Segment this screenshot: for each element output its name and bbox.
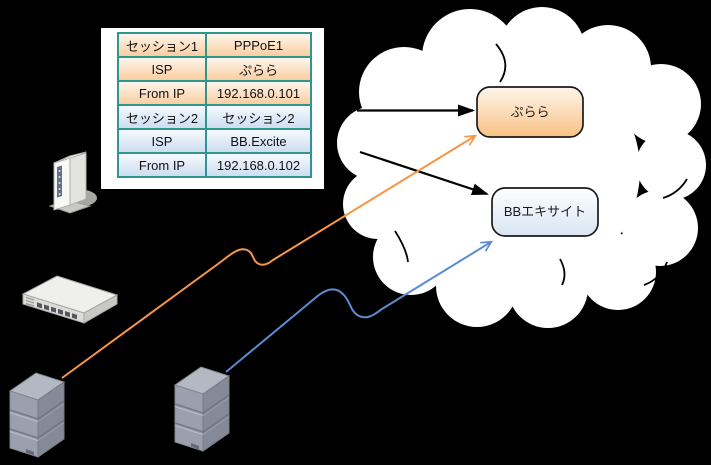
table-row: セッション1 PPPoE1 [117,32,312,58]
server-icon-session1 [9,372,65,458]
session1-connector [61,134,478,379]
table-cell-value: セッション2 [205,104,312,130]
plala-node: ぷらら [476,86,584,138]
server-icon-session2 [174,366,230,452]
table-row: ISP BB.Excite [117,128,312,154]
table-cell-value: 192.168.0.101 [205,80,312,106]
switch-icon [21,275,119,324]
table-cell-label: セッション2 [117,104,207,130]
table-cell-value: 192.168.0.102 [205,152,312,178]
table-cell-label: From IP [117,152,207,178]
table-cell-label: ISP [117,56,207,82]
table-row: ISP ぷらら [117,56,312,82]
arrow-to-bb-excite [359,150,489,196]
bb-excite-node: BBエキサイト [491,187,599,237]
modem-icon [48,151,97,214]
table-row: From IP 192.168.0.102 [117,152,312,178]
table-cell-label: From IP [117,80,207,106]
plala-label: ぷらら [510,105,549,120]
session-table-panel: セッション1 PPPoE1 ISP ぷらら From IP 192.168.0.… [101,28,324,189]
table-cell-value: ぷらら [205,56,312,82]
bb-excite-label: BBエキサイト [504,204,586,219]
table-row: From IP 192.168.0.101 [117,80,312,106]
session-table: セッション1 PPPoE1 ISP ぷらら From IP 192.168.0.… [117,32,312,178]
cloud-notch-arcs [394,43,688,286]
cloud-shape [335,5,708,330]
session2-connector [225,240,494,373]
table-cell-value: BB.Excite [205,128,312,154]
table-row: セッション2 セッション2 [117,104,312,130]
table-cell-label: ISP [117,128,207,154]
table-cell-label: セッション1 [117,32,207,58]
table-cell-value: PPPoE1 [205,32,312,58]
